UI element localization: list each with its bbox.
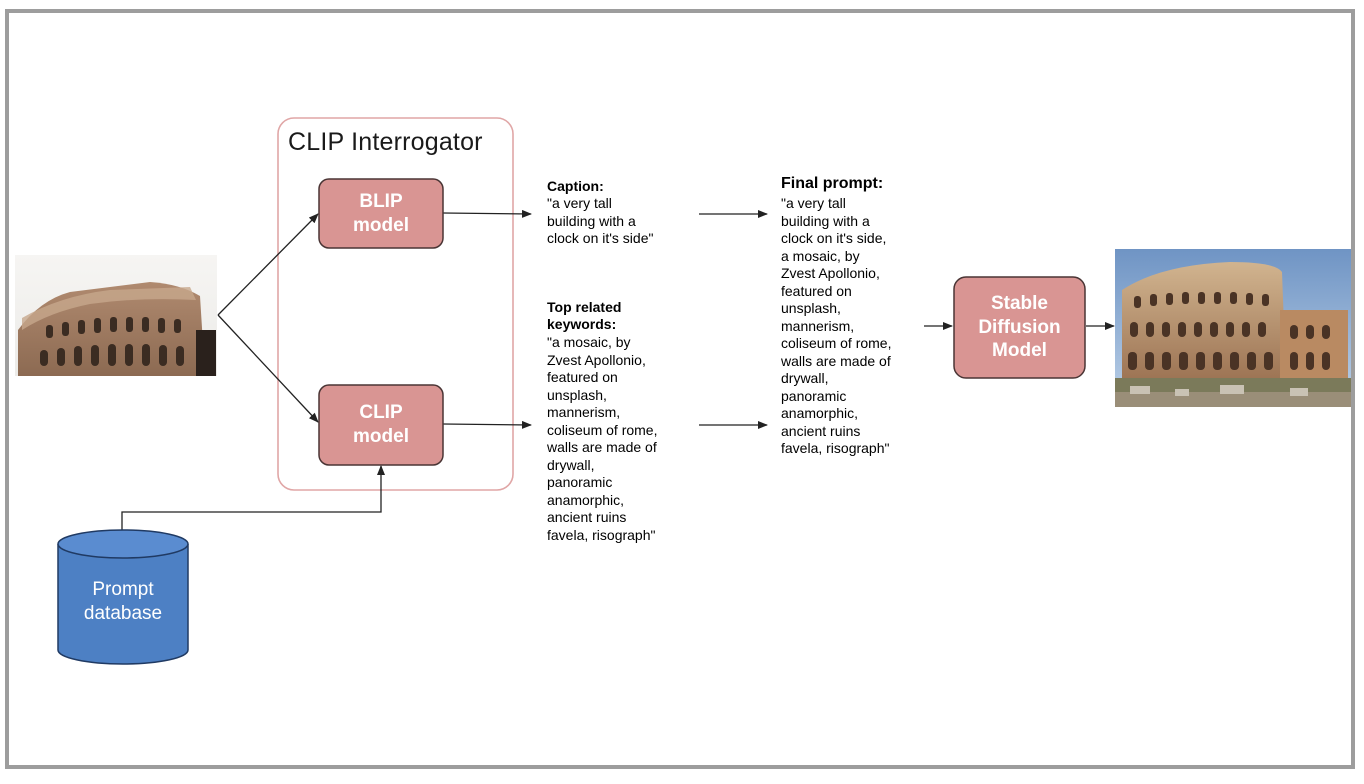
final-prompt-text: "a very tall building with a clock on it… bbox=[781, 195, 931, 458]
blip-label-line1: BLIP bbox=[359, 190, 403, 212]
final-prompt-line: unsplash, bbox=[781, 300, 841, 316]
stable-diffusion-line3: Model bbox=[992, 340, 1047, 362]
clip-interrogator-group bbox=[277, 117, 514, 491]
keyword-line: "a mosaic, by bbox=[547, 334, 631, 350]
keywords-heading-line2: keywords: bbox=[547, 316, 617, 332]
keyword-line: mannerism, bbox=[547, 404, 621, 420]
final-prompt-line: panoramic bbox=[781, 387, 847, 404]
colosseum-photo-icon bbox=[15, 255, 217, 376]
keyword-line: featured on bbox=[547, 369, 618, 385]
keyword-line: favela, risograph" bbox=[547, 526, 656, 543]
keyword-line: coliseum of rome, bbox=[547, 421, 658, 438]
caption-line: clock on it's side" bbox=[547, 230, 654, 246]
keyword-line: anamorphic, bbox=[547, 491, 625, 508]
caption-line: "a very tall bbox=[547, 195, 612, 211]
caption-heading: Caption: bbox=[547, 178, 604, 194]
arrow-database-to-clip bbox=[121, 465, 385, 530]
keywords-text: "a mosaic, by Zvest Apollonio, featured … bbox=[547, 334, 697, 544]
prompt-database-cylinder bbox=[57, 529, 189, 665]
final-prompt-line: a mosaic, by bbox=[781, 247, 860, 264]
arrow-input-to-clip bbox=[217, 314, 319, 423]
final-prompt-line: anamorphic, bbox=[781, 405, 859, 421]
caption-text: "a very tall building with a clock on it… bbox=[547, 195, 697, 248]
blip-model-label: BLIP model bbox=[319, 179, 443, 248]
keyword-line: drywall, bbox=[547, 456, 595, 473]
final-prompt-line: coliseum of rome, bbox=[781, 335, 892, 351]
stable-diffusion-line1: Stable bbox=[990, 292, 1048, 314]
final-prompt-line: clock on it's side, bbox=[781, 230, 887, 246]
stable-diffusion-label: Stable Diffusion Model bbox=[954, 277, 1085, 378]
prompt-database-line2: database bbox=[83, 603, 163, 624]
blip-label-line2: model bbox=[353, 214, 409, 236]
prompt-database-label: Prompt database bbox=[58, 572, 188, 632]
stable-diffusion-line2: Diffusion bbox=[978, 316, 1061, 338]
keyword-line: ancient ruins bbox=[547, 509, 627, 525]
keyword-line: panoramic bbox=[547, 474, 613, 490]
clip-label-line2: model bbox=[353, 426, 409, 447]
keyword-line: Zvest Apollonio, bbox=[547, 351, 646, 368]
colosseum-generated-image-icon bbox=[1115, 249, 1351, 407]
final-prompt-line: favela, risograph" bbox=[781, 440, 890, 456]
final-prompt-heading: Final prompt: bbox=[781, 175, 884, 192]
arrow-clip-to-keywords bbox=[442, 420, 532, 429]
final-prompt-line: drywall, bbox=[781, 370, 829, 386]
final-prompt-line: "a very tall bbox=[781, 195, 846, 211]
clip-interrogator-title: CLIP Interrogator bbox=[288, 128, 483, 156]
keyword-line: walls are made of bbox=[547, 439, 657, 455]
prompt-database-line1: Prompt bbox=[92, 579, 154, 601]
stable-diffusion-node bbox=[953, 276, 1086, 379]
arrow-input-to-blip bbox=[217, 213, 319, 316]
keywords-heading: Top related keywords: bbox=[547, 299, 667, 333]
keyword-line: unsplash, bbox=[547, 386, 607, 403]
clip-label-line1: CLIP bbox=[359, 402, 403, 424]
final-prompt-line: building with a bbox=[781, 212, 870, 229]
clip-model-node bbox=[318, 384, 444, 466]
final-prompt-line: ancient ruins bbox=[781, 422, 861, 439]
final-prompt-line: walls are made of bbox=[781, 352, 891, 369]
caption-line: building with a bbox=[547, 212, 636, 229]
connectors bbox=[121, 209, 1115, 530]
keywords-heading-line1: Top related bbox=[547, 299, 622, 315]
final-prompt-line: featured on bbox=[781, 282, 852, 299]
blip-model-node bbox=[318, 178, 444, 249]
final-prompt-line: Zvest Apollonio, bbox=[781, 265, 880, 281]
clip-model-label: CLIP model bbox=[319, 385, 443, 465]
arrow-blip-to-caption bbox=[442, 209, 532, 218]
final-prompt-line: mannerism, bbox=[781, 317, 855, 334]
